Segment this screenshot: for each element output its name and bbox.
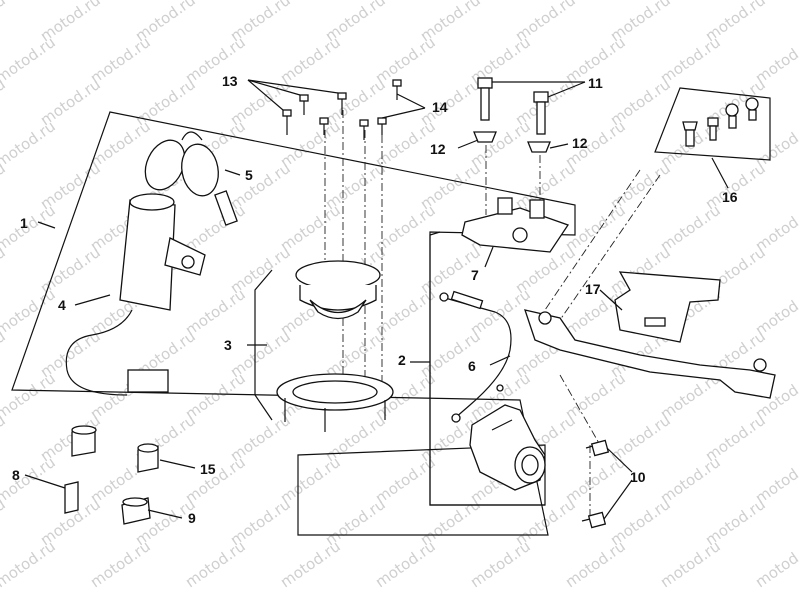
watermark-text: motod.ru xyxy=(0,369,59,423)
watermark-text: motod.ru xyxy=(657,33,724,87)
watermark-text: motod.ru xyxy=(467,537,534,591)
hardware-kit xyxy=(654,87,771,161)
alignment-lines xyxy=(324,110,661,520)
watermark-text: motod.ru xyxy=(752,537,800,591)
watermark-text: motod.ru xyxy=(0,537,59,591)
callout-10: 10 xyxy=(630,469,646,485)
watermark-text: motod.ru xyxy=(0,453,59,507)
screw-set-13-14 xyxy=(282,79,402,140)
ignition-switch xyxy=(65,131,238,396)
callout-17: 17 xyxy=(585,281,601,297)
watermark-text: motod.ru xyxy=(87,117,154,171)
callout-12-right: 12 xyxy=(572,135,588,151)
small-parts xyxy=(64,425,159,525)
watermark-text: motod.ru xyxy=(467,33,534,87)
callout-5: 5 xyxy=(245,167,253,183)
watermark-text: motod.ru xyxy=(657,201,724,255)
callout-14: 14 xyxy=(432,99,448,115)
watermark-text: motod.ru xyxy=(562,201,629,255)
watermark-text: motod.ru xyxy=(0,285,59,339)
callout-labels: 1 2 3 4 5 6 7 8 9 10 11 12 12 13 14 15 1… xyxy=(12,73,738,526)
callout-8: 8 xyxy=(12,467,20,483)
callout-12-left: 12 xyxy=(430,141,446,157)
watermark-text: motod.ru xyxy=(562,537,629,591)
watermark-text: motod.ru xyxy=(657,453,724,507)
watermark-text: motod.ru xyxy=(277,33,344,87)
lock-plate xyxy=(461,197,570,253)
watermark-text: motod.ru xyxy=(372,453,439,507)
leader-lines xyxy=(24,79,729,520)
watermark-text: motod.ru xyxy=(657,537,724,591)
callout-9: 9 xyxy=(188,510,196,526)
watermark-text: motod.ru xyxy=(182,537,249,591)
watermark-text: motod.ru xyxy=(0,0,9,45)
watermark-text: motod.ru xyxy=(467,285,534,339)
group-outlines xyxy=(11,111,576,536)
callout-16: 16 xyxy=(722,189,738,205)
watermark-text: motod.ru xyxy=(372,537,439,591)
callout-7: 7 xyxy=(471,267,479,283)
fuel-cap-bracket xyxy=(254,269,273,421)
callout-1: 1 xyxy=(20,215,28,231)
watermark-text: motod.ru xyxy=(0,33,59,87)
bracket xyxy=(524,271,776,399)
callout-15: 15 xyxy=(200,461,216,477)
watermark-text: motod.ru xyxy=(467,117,534,171)
watermark-text: motod.ru xyxy=(277,453,344,507)
watermark-text: motod.ru xyxy=(0,201,59,255)
watermark-text: motod.ru xyxy=(372,33,439,87)
watermark-text: motod.ru xyxy=(87,33,154,87)
callout-4: 4 xyxy=(58,297,66,313)
seat-lock xyxy=(469,404,546,491)
watermark-text: motod.ru xyxy=(277,201,344,255)
watermark-text: motod.ru xyxy=(182,369,249,423)
seat-lock-box xyxy=(429,231,545,506)
bolts-10 xyxy=(581,439,610,529)
callout-2: 2 xyxy=(398,352,406,368)
callout-13: 13 xyxy=(222,73,238,89)
watermark-text: motod.ru xyxy=(0,0,59,3)
watermark-text: motod.ru xyxy=(87,537,154,591)
callout-11: 11 xyxy=(588,75,603,91)
watermark-text: motod.ru xyxy=(277,537,344,591)
fuel-cap xyxy=(276,260,394,432)
callout-6: 6 xyxy=(468,358,476,374)
bolts-and-nuts xyxy=(473,77,551,153)
watermark-text: motod.ru xyxy=(562,369,629,423)
watermark-text: motod.ru xyxy=(182,285,249,339)
watermark-text: motod.ru xyxy=(182,201,249,255)
watermark-text: motod.ru xyxy=(182,33,249,87)
watermark-text: motod.ru xyxy=(0,117,59,171)
release-cable xyxy=(439,290,512,423)
callout-3: 3 xyxy=(224,337,232,353)
ignition-set-outline xyxy=(11,111,576,536)
